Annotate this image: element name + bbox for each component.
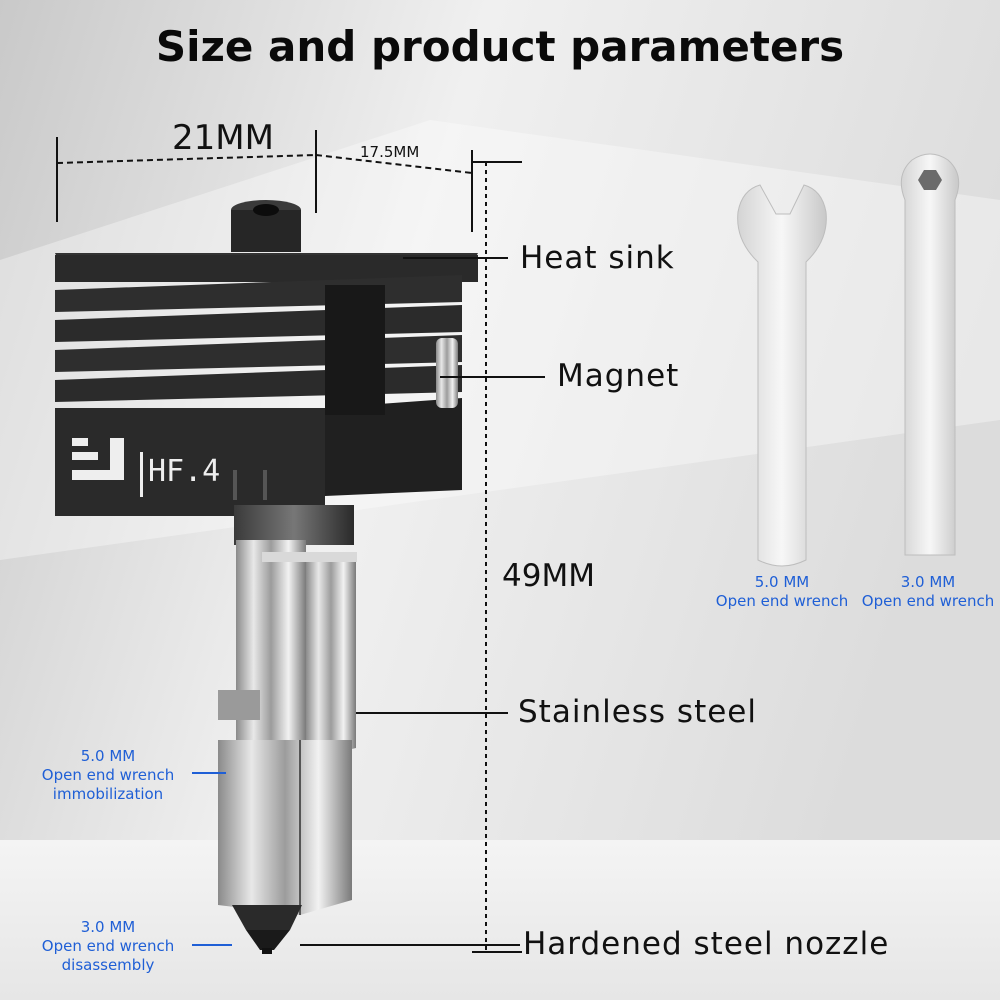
wrench-note-markers	[192, 772, 232, 946]
stainless-steel-body	[218, 505, 357, 915]
tool-caption-5mm: 5.0 MM Open end wrench	[712, 573, 852, 611]
wrench-note-fix-line2: immobilization	[52, 785, 164, 803]
wrench-3mm-icon	[900, 153, 960, 556]
tool-3mm-name: Open end wrench	[861, 592, 995, 610]
tool-caption-3mm: 3.0 MM Open end wrench	[858, 573, 998, 611]
depth-dimension: 17.5MM	[360, 143, 420, 161]
page-title: Size and product parameters	[155, 22, 845, 71]
wrench-note-remove: 3.0 MM Open end wrench disassembly	[18, 918, 198, 975]
brand-mark: HF.4	[148, 454, 221, 489]
wrench-note-remove-line1: Open end wrench	[41, 937, 175, 955]
height-dimension: 49MM	[502, 558, 595, 594]
label-magnet: Magnet	[557, 358, 680, 394]
hardened-steel-nozzle	[232, 905, 302, 954]
leader-lines	[300, 257, 545, 946]
wrench-note-fix-line1: Open end wrench	[41, 766, 175, 784]
tool-3mm-size: 3.0 MM	[900, 573, 956, 591]
label-heat-sink: Heat sink	[520, 240, 675, 276]
label-nozzle: Hardened steel nozzle	[523, 926, 890, 962]
wrench-5mm-icon	[737, 184, 827, 567]
label-stainless-steel: Stainless steel	[518, 694, 757, 730]
tool-5mm-size: 5.0 MM	[754, 573, 810, 591]
width-dimension: 21MM	[172, 118, 274, 158]
wrench-note-remove-size: 3.0 MM	[80, 918, 136, 936]
wrench-note-fix-size: 5.0 MM	[80, 747, 136, 765]
heat-sink	[55, 200, 478, 516]
wrench-note-fix: 5.0 MM Open end wrench immobilization	[18, 747, 198, 804]
tool-5mm-name: Open end wrench	[715, 592, 849, 610]
wrench-note-remove-line2: disassembly	[61, 956, 155, 974]
dimension-lines	[56, 130, 522, 953]
